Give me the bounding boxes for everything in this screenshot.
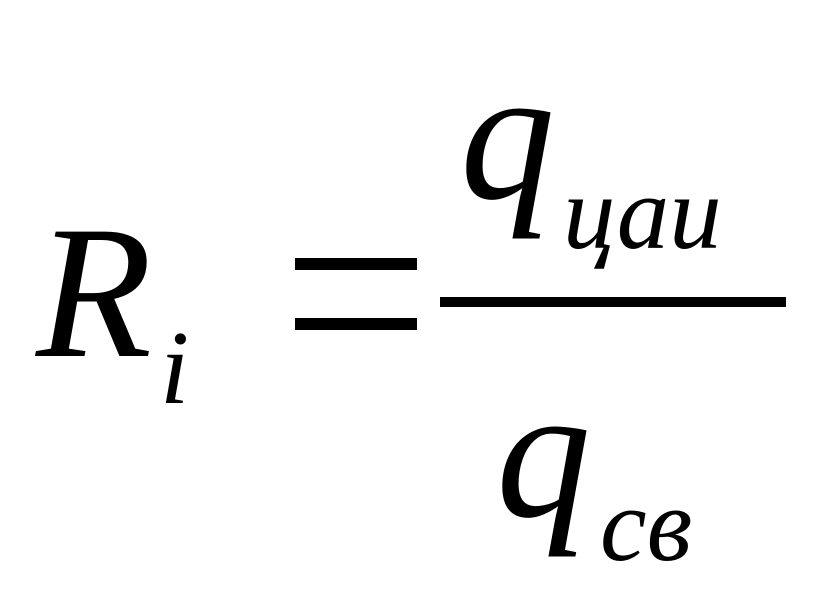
equals-bar-top (295, 258, 417, 270)
equals-sign (295, 258, 417, 332)
lhs-subscript: i (160, 309, 190, 426)
denominator-subscript: св (600, 466, 693, 583)
numerator-symbol: q (460, 30, 555, 240)
denominator-symbol: q (496, 348, 591, 558)
equals-bar-bottom (295, 318, 417, 330)
lhs-symbol: R (36, 188, 153, 398)
fraction-bar (440, 297, 786, 307)
numerator-subscript: цаи (563, 154, 722, 271)
